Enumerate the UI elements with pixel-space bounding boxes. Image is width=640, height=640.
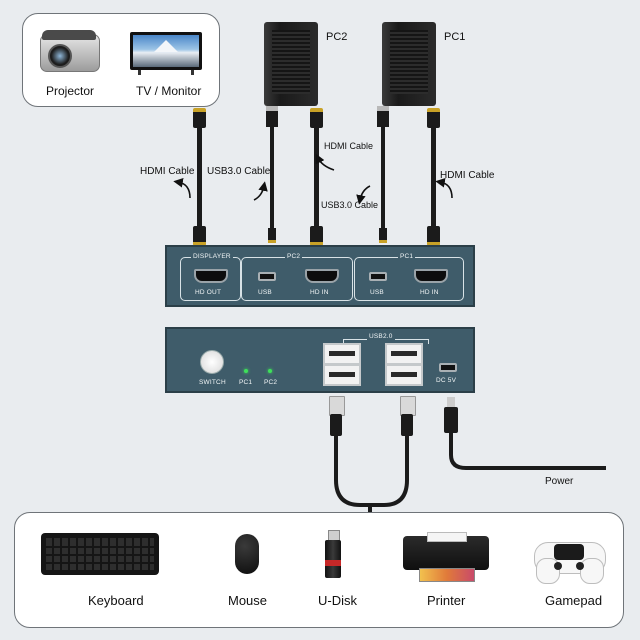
switch-back-panel: SWITCH PC1 PC2 USB2.0 DC 5V — [165, 327, 475, 393]
tv-monitor-label: TV / Monitor — [136, 84, 202, 98]
hdmi-connector — [427, 226, 440, 246]
usb-cable-label-left: USB3.0 Cable — [207, 166, 271, 177]
usb-a-port[interactable] — [385, 364, 423, 386]
hdmi-connector — [310, 226, 323, 246]
switch-button[interactable] — [200, 350, 224, 374]
hdmi-connector — [310, 108, 323, 128]
peripheral-label-u-disk: U-Disk — [318, 593, 357, 608]
micro-usb-plug — [447, 397, 455, 407]
pc1-usb-port[interactable] — [369, 272, 387, 281]
peripheral-label-gamepad: Gamepad — [545, 593, 603, 608]
pc2-led-label: PC2 — [264, 379, 278, 386]
pc2-led — [268, 369, 272, 373]
pc1-tower — [382, 22, 436, 106]
dc-5v-port[interactable] — [439, 363, 457, 372]
pc2-usb-port[interactable] — [258, 272, 276, 281]
pc1-hd-in-label: HD IN — [420, 289, 439, 296]
pc1-section-label: PC1 — [398, 253, 416, 260]
usb2-label: USB2.0 — [367, 333, 395, 340]
hdmi-connector — [193, 226, 206, 246]
usb-connector — [379, 228, 387, 243]
keyboard-image — [41, 533, 159, 575]
hdmi-connector — [193, 108, 206, 128]
usb-a-port[interactable] — [323, 364, 361, 386]
peripheral-label-mouse: Mouse — [228, 593, 268, 608]
pc2-usb-label: USB — [258, 289, 272, 296]
hd-out-label: HD OUT — [195, 289, 222, 296]
pc2-tower — [264, 22, 318, 106]
pc1-hd-in-port[interactable] — [414, 269, 448, 283]
switch-front-panel: DISPLAYER HD OUT PC2 USB HD IN PC1 USB H… — [165, 245, 475, 307]
printer-image — [401, 532, 491, 582]
pc1-usb-label: USB — [370, 289, 384, 296]
displayer-label: DISPLAYER — [191, 253, 233, 260]
usb-cable-label-mid: USB3.0 Cable — [321, 200, 379, 210]
usb-connector — [377, 106, 389, 127]
u-disk-image — [325, 530, 341, 580]
usb-plug-body — [401, 414, 413, 436]
power-label: Power — [545, 476, 574, 487]
usb-connector — [266, 106, 278, 127]
hdmi-cable-label-right: HDMI Cable — [440, 170, 495, 181]
hdmi-cable-mid — [314, 118, 319, 238]
hdmi-cable-label-mid: HDMI Cable — [324, 141, 374, 151]
projector-label: Projector — [46, 84, 95, 98]
usb-cable-mid — [381, 118, 385, 238]
usb-connector — [268, 228, 276, 243]
hdmi-cable-left — [197, 118, 202, 238]
peripheral-label-printer: Printer — [427, 593, 466, 608]
hd-out-port[interactable] — [194, 269, 228, 283]
dc-5v-label: DC 5V — [436, 377, 457, 384]
pc1-led-label: PC1 — [239, 379, 253, 386]
hdmi-connector — [427, 108, 440, 128]
usb-cable-left — [270, 118, 274, 238]
pc2-hd-in-label: HD IN — [310, 289, 329, 296]
hdmi-cable-label-left: HDMI Cable — [140, 166, 195, 177]
tv-image — [130, 32, 204, 76]
pc1-led — [244, 369, 248, 373]
mouse-image — [235, 534, 259, 574]
pc2-hd-in-port[interactable] — [305, 269, 339, 283]
switch-label: SWITCH — [199, 379, 226, 386]
gamepad-image — [534, 538, 606, 584]
pc2-section-label: PC2 — [285, 253, 303, 260]
usb-plug-body — [330, 414, 342, 436]
hdmi-cable-right — [431, 118, 436, 238]
peripheral-label-keyboard: Keyboard — [88, 593, 144, 608]
pc1-label: PC1 — [444, 31, 466, 43]
projector-image — [38, 28, 100, 76]
pc2-label: PC2 — [326, 31, 348, 43]
micro-usb-plug-body — [444, 407, 458, 433]
